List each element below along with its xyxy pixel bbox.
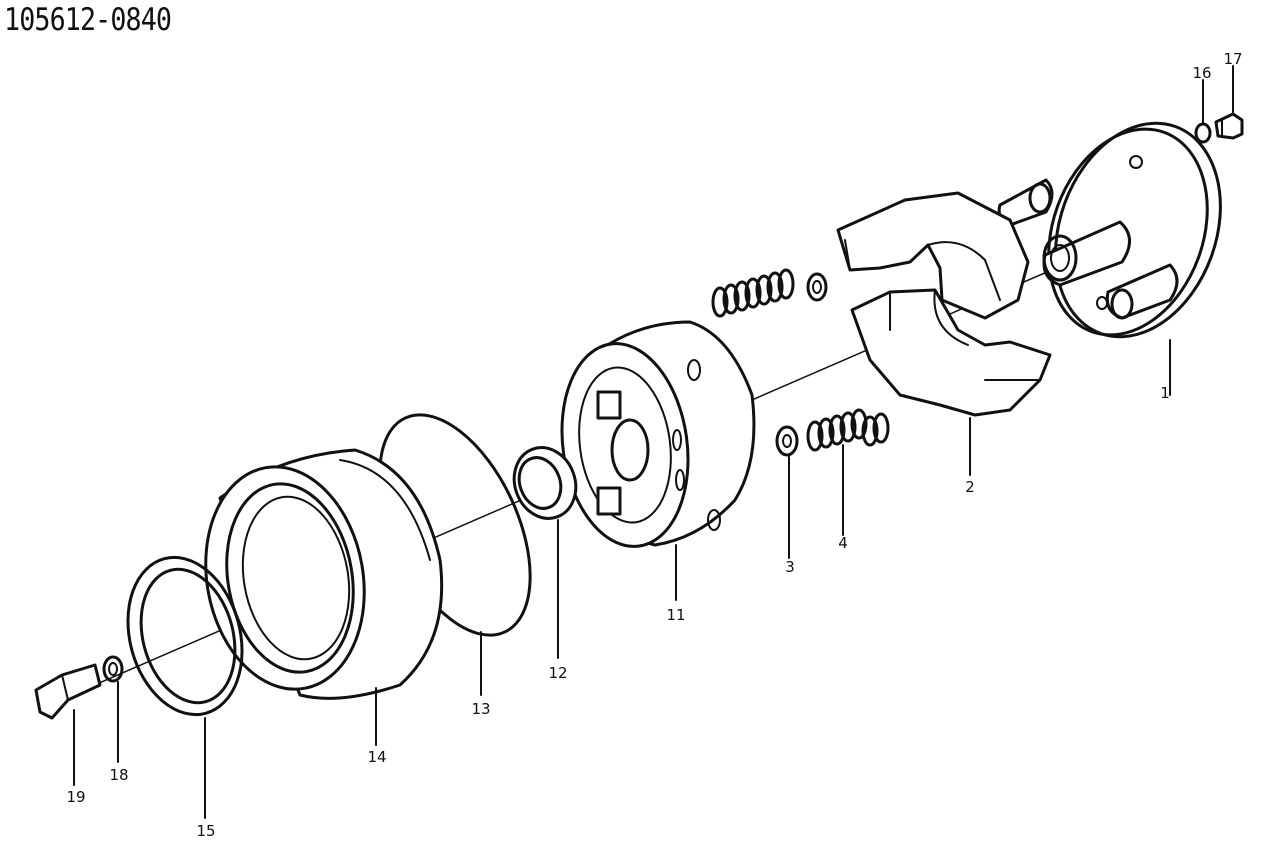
part-2-coupling-blocks <box>836 191 1052 417</box>
spring-set-upper <box>711 268 828 318</box>
callout-2: 2 <box>965 478 975 496</box>
part-4-spring <box>806 408 890 452</box>
callout-16: 16 <box>1192 64 1211 82</box>
callout-12: 12 <box>548 664 567 682</box>
callout-1: 1 <box>1160 384 1170 402</box>
part-11-hub <box>560 320 756 548</box>
part-16-washer <box>1194 122 1212 144</box>
callout-19: 19 <box>66 788 85 806</box>
part-12-seal <box>512 446 578 520</box>
part-14-housing <box>204 448 444 700</box>
part-1-flange-plate <box>997 121 1222 339</box>
part-19-bolt <box>34 663 102 720</box>
callout-17: 17 <box>1223 50 1242 68</box>
part-18-washer <box>102 655 124 683</box>
callout-11: 11 <box>666 606 685 624</box>
callout-3: 3 <box>785 558 795 576</box>
part-17-screw <box>1214 112 1244 140</box>
callout-18: 18 <box>109 766 128 784</box>
callouts: 1 2 3 4 11 12 13 14 15 16 17 18 19 <box>66 50 1242 840</box>
callout-13: 13 <box>471 700 490 718</box>
leader-lines <box>73 65 1234 819</box>
part-15-seal-ring <box>126 555 244 717</box>
callout-14: 14 <box>367 748 386 766</box>
part-3-washer <box>775 425 799 457</box>
callout-15: 15 <box>196 822 215 840</box>
part-number-title: 105612-0840 <box>4 2 172 38</box>
spring-set-lower <box>775 408 890 457</box>
callout-4: 4 <box>838 534 848 552</box>
